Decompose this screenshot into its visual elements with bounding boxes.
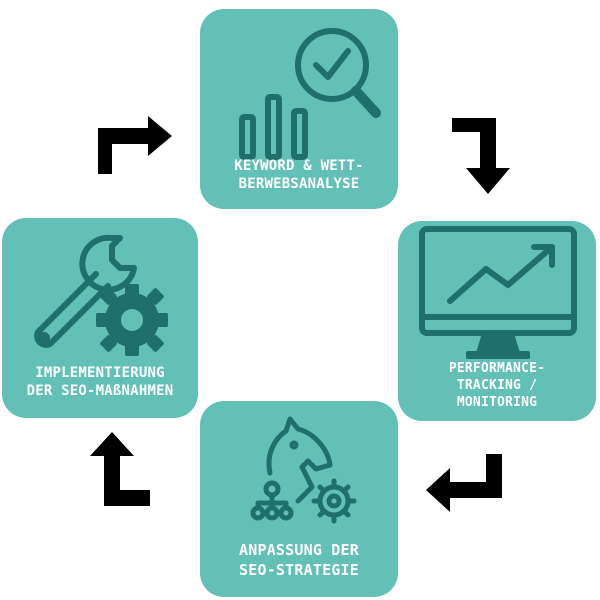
card-keyword-label-line-1: KEYWORD & WETT- [234,158,364,174]
card-strategy-label-line-2: SEO-STRATEGIE [239,560,359,579]
card-seo-implementation: IMPLEMENTIERUNG DER SEO-MAßNAHMEN [2,218,198,418]
card-performance-tracking: PERFORMANCE- TRACKING / MONITORING [398,221,596,421]
card-implementation-label-line-1: IMPLEMENTIERUNG [35,365,165,381]
monitor-trend-icon [419,226,577,359]
wrench-gear-icon [34,234,168,356]
arrow-up-icon [90,432,150,506]
card-performance-label-line-2: TRACKING / [456,377,538,393]
card-performance-label: PERFORMANCE- TRACKING / MONITORING [398,361,596,412]
card-performance-label-line-1: PERFORMANCE- [448,361,546,376]
card-strategy-label: ANPASSUNG DER SEO-STRATEGIE [200,541,398,580]
card-keyword-analysis: KEYWORD & WETT- BERWEBSANALYSE [200,9,398,209]
arrow-right-icon [98,116,172,174]
chess-knight-gear-icon [250,416,357,524]
arrow-down-icon [452,118,510,194]
card-implementation-label-line-2: DER SEO-MAßNAHMEN [26,383,174,400]
card-performance-label-line-3: MONITORING [456,394,538,410]
card-keyword-label: KEYWORD & WETT- BERWEBSANALYSE [200,157,398,193]
card-keyword-label-line-2: BERWEBSANALYSE [238,176,360,193]
magnifier-bar-chart-icon [239,28,381,160]
card-strategy-label-line-1: ANPASSUNG DER [239,541,359,559]
card-seo-strategy: ANPASSUNG DER SEO-STRATEGIE [200,401,398,597]
card-implementation-label: IMPLEMENTIERUNG DER SEO-MAßNAHMEN [2,364,198,400]
arrow-left-icon [426,454,502,512]
